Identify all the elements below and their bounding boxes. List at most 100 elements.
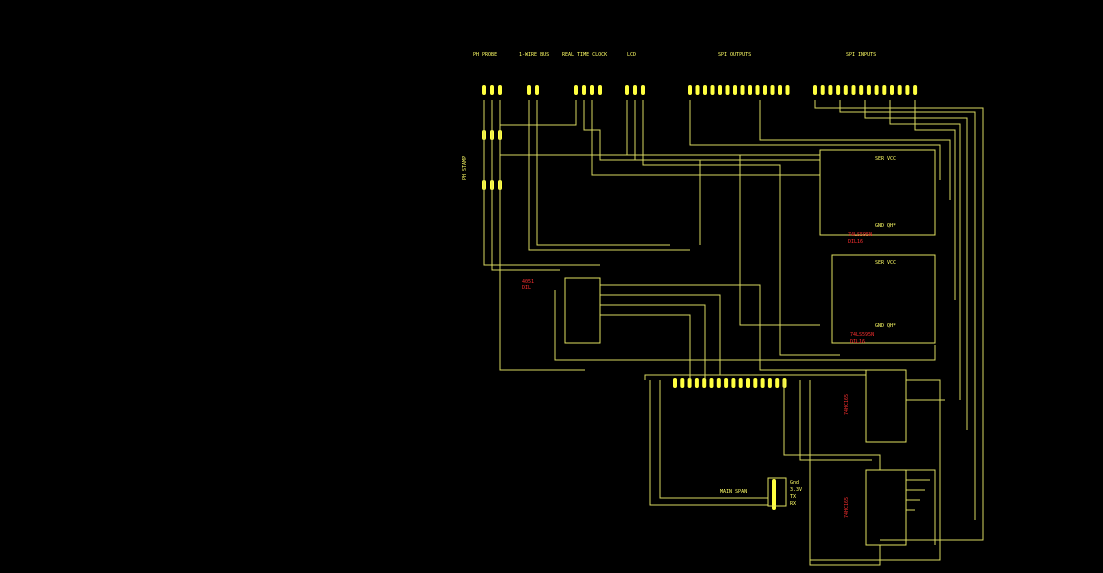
header-pin-13: [767, 378, 772, 388]
sensor-ref: DIL: [522, 285, 531, 291]
wire-21: [600, 314, 691, 380]
span-pin-tx: TX: [790, 494, 796, 500]
sensor-chip: [564, 277, 601, 344]
ph-probe-title: PH PROBE: [473, 52, 497, 58]
top-pin-0-0: [482, 85, 486, 95]
spi-out-pin-8: [748, 85, 752, 95]
shift-out-chip-1: [819, 149, 936, 236]
chip2-bottom: GND QH*: [875, 323, 896, 329]
wire-8: [626, 100, 820, 326]
sensor-part: 4051: [522, 279, 534, 285]
wire-4: [536, 100, 670, 246]
spi-in-pin-8: [874, 85, 879, 95]
wire-5: [499, 100, 820, 156]
top-pin-3-0: [625, 85, 629, 95]
spi-in-pin-2: [828, 85, 833, 95]
spi-in-pin-11: [897, 85, 902, 95]
spi-out-pin-2: [703, 85, 707, 95]
top-pin-3-1: [633, 85, 637, 95]
top-pin-2-1: [582, 85, 586, 95]
connector-pins: [482, 85, 918, 510]
wire-11: [689, 100, 941, 180]
spi-out-pin-7: [740, 85, 745, 95]
wire-28: [809, 380, 881, 566]
spi-in-pin-5: [851, 85, 856, 95]
spi-out-pin-0: [688, 85, 692, 95]
shift-in-chip-2: [865, 469, 907, 546]
wire-7: [591, 100, 820, 176]
span-pin-3: [772, 500, 776, 510]
wire-6: [583, 100, 820, 161]
top-pin-3-2: [641, 85, 645, 95]
spi-in-pin-9: [882, 85, 887, 95]
top-pin-2-3: [598, 85, 602, 95]
header-pin-4: [702, 378, 707, 388]
chip1-top: SER VCC: [875, 156, 896, 162]
wire-19: [600, 294, 721, 375]
wire-12: [759, 100, 951, 200]
spi-inputs-title: SPI INPUTS: [846, 52, 876, 58]
wire-17: [914, 100, 956, 300]
wire-26: [783, 380, 881, 470]
wire-3: [528, 100, 690, 251]
wire-24: [659, 380, 768, 499]
rtc-title: REAL TIME CLOCK: [562, 52, 607, 58]
header-pin-7: [724, 378, 729, 388]
main-span-connector: [767, 477, 787, 507]
wire-25: [644, 374, 866, 380]
spi-out-pin-11: [770, 85, 775, 95]
wire-29: [810, 379, 941, 561]
wire-31: [906, 469, 936, 545]
wire-20: [600, 304, 706, 380]
header-pin-5: [709, 378, 714, 388]
spi-out-pin-1: [695, 85, 700, 95]
wire-18: [600, 284, 866, 371]
header-pin-9: [738, 378, 743, 388]
wire-13: [814, 100, 984, 541]
header-pin-0: [673, 378, 677, 388]
chip2-top: SER VCC: [875, 260, 896, 266]
one-wire-title: 1-WIRE BUS: [519, 52, 549, 58]
spi-outputs-title: SPI OUTPUTS: [718, 52, 751, 58]
header-pin-12: [760, 378, 765, 388]
spi-in-pin-12: [905, 85, 910, 95]
spi-out-pin-5: [725, 85, 730, 95]
spi-out-pin-10: [763, 85, 767, 95]
header-pin-3: [694, 378, 699, 388]
top-pin-2-2: [590, 85, 594, 95]
top-pin-0-2: [498, 85, 502, 95]
wire-9: [634, 100, 701, 245]
spi-out-pin-3: [710, 85, 715, 95]
spi-in-pin-6: [859, 85, 864, 95]
header-pin-11: [753, 378, 758, 388]
shift-in-1-part: 74HC165: [844, 394, 850, 415]
wire-2: [499, 100, 585, 371]
spi-out-pin-12: [778, 85, 782, 95]
header-pin-14: [775, 378, 780, 388]
header-pin-2: [687, 378, 692, 388]
main-span-title: MAIN SPAN: [720, 489, 747, 495]
spi-in-pin-0: [813, 85, 817, 95]
wire-22: [554, 290, 936, 361]
header-pin-1: [680, 378, 685, 388]
spi-in-pin-4: [843, 85, 848, 95]
wire-15: [864, 100, 968, 430]
header-pin-10: [746, 378, 750, 388]
wire-23: [649, 380, 768, 506]
span-pin-33v: 3.3V: [790, 487, 802, 493]
ph-stamp-title: PH STAMP: [462, 156, 468, 180]
chip1-bottom: GND QH*: [875, 223, 896, 229]
chip2-ref: DIL16: [850, 339, 865, 345]
top-pin-0-1: [490, 85, 494, 95]
chip1-ref: DIL16: [848, 239, 863, 245]
spi-out-pin-6: [733, 85, 737, 95]
lcd-title: LCD: [627, 52, 636, 58]
shift-in-2-part: 74HC165: [844, 497, 850, 518]
spi-out-pin-4: [718, 85, 722, 95]
wire-14: [839, 100, 976, 520]
wire-1: [491, 100, 560, 271]
header-pin-6: [716, 378, 721, 388]
span-pin-gnd: Gnd: [790, 480, 799, 486]
header-pin-8: [731, 378, 736, 388]
